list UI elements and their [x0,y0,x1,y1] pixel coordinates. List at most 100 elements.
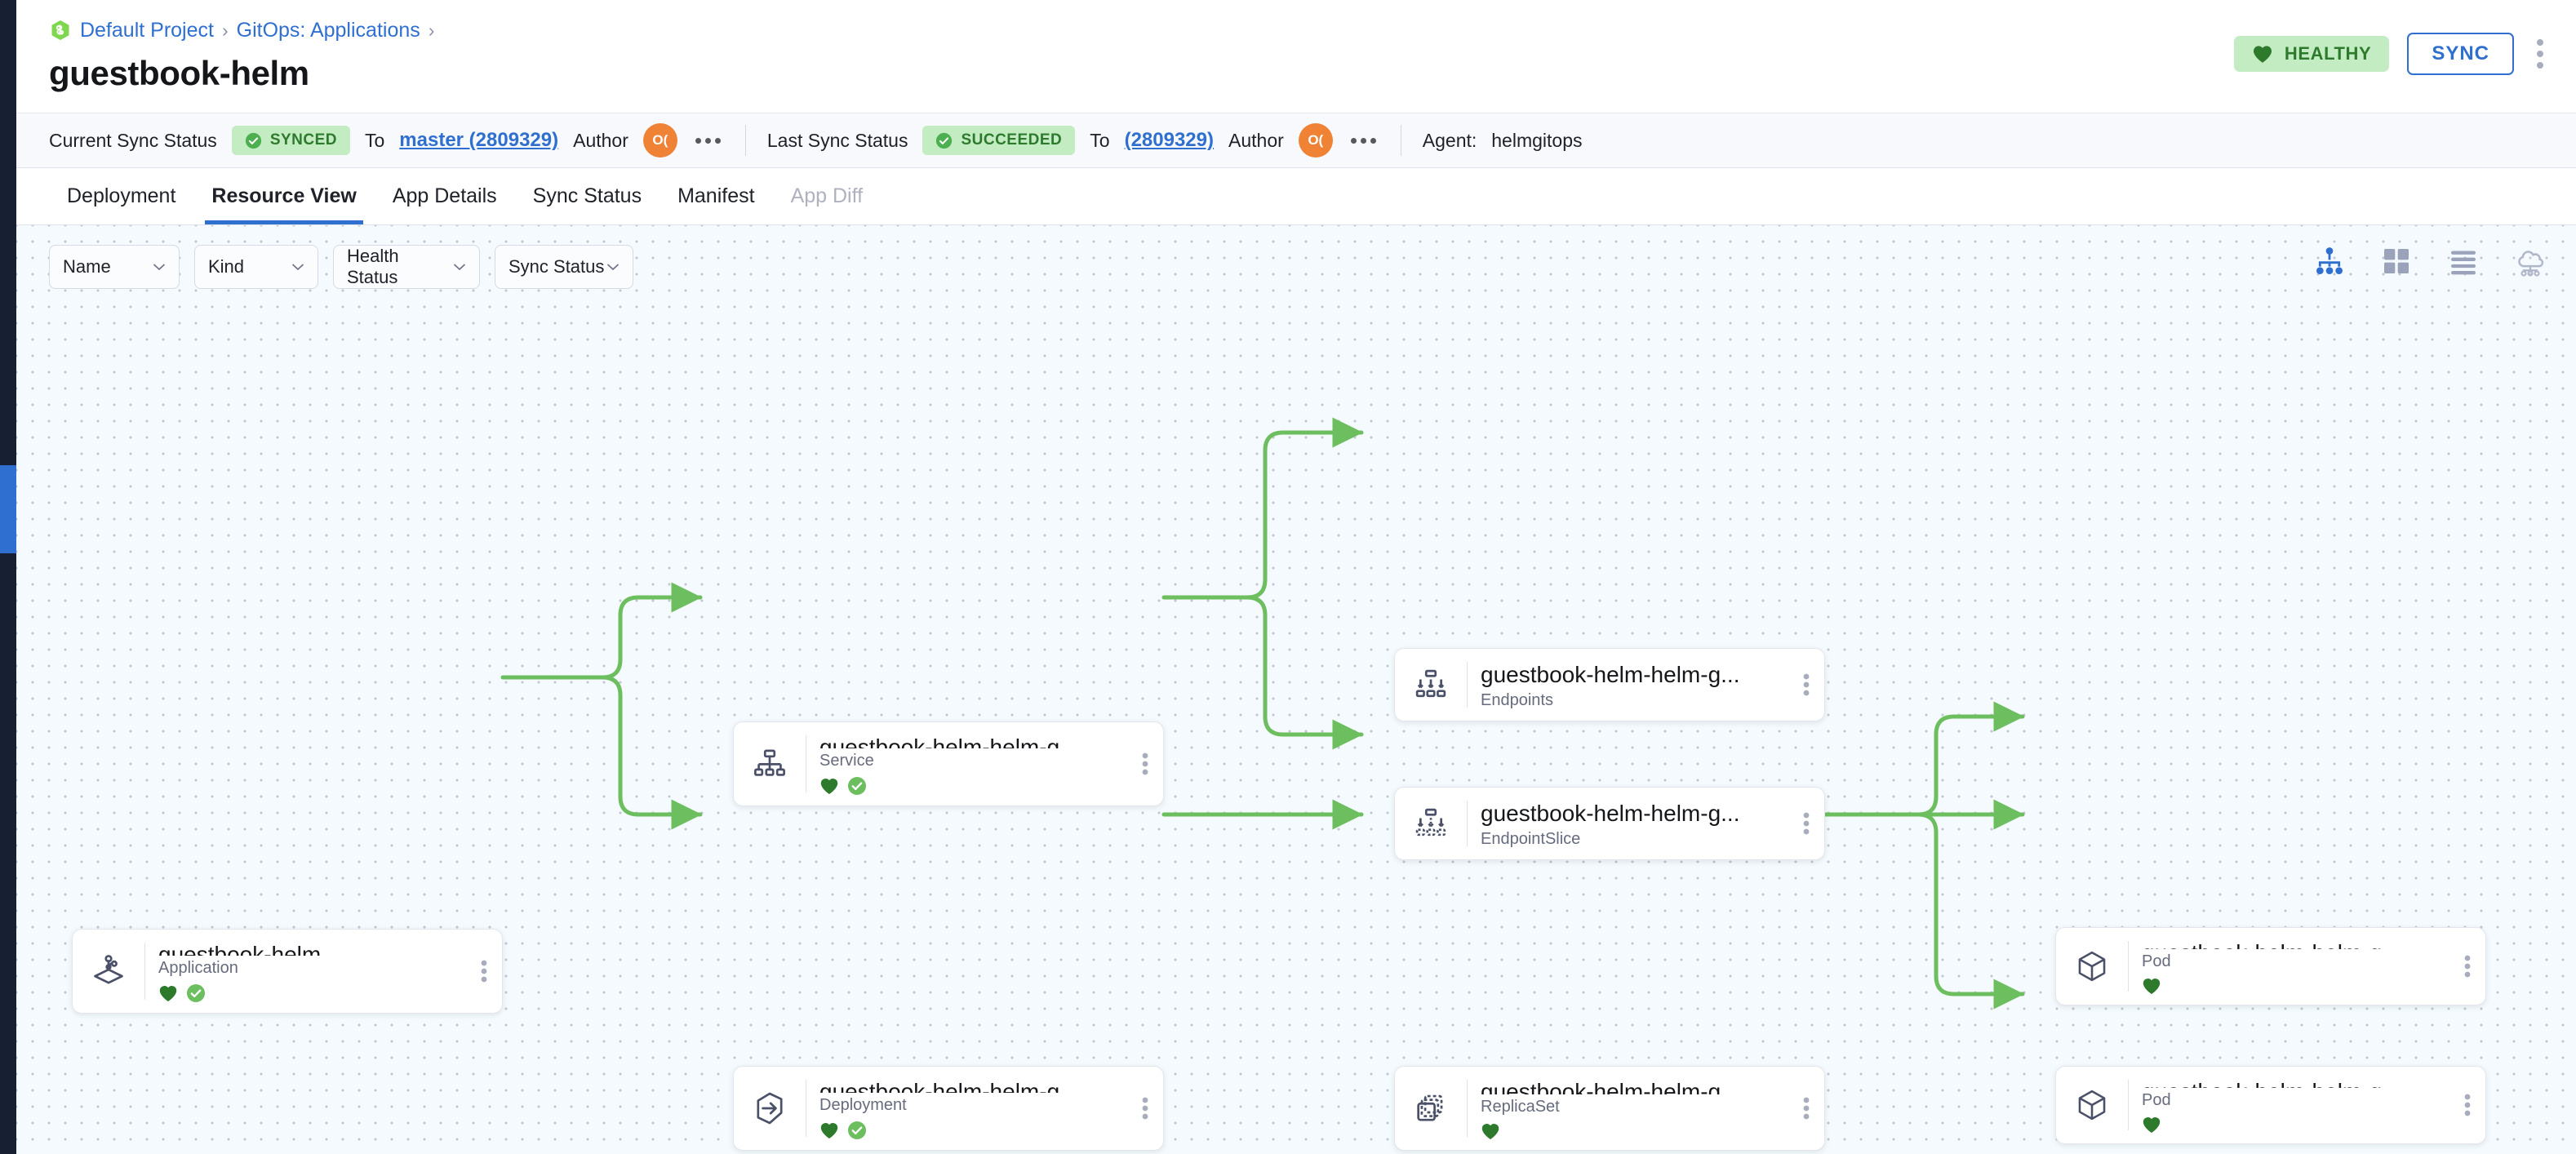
node-overflow-menu-button[interactable] [1788,649,1824,721]
app-overflow-menu-button[interactable] [2532,34,2548,73]
view-mode-toggles [2313,245,2547,277]
endpointslice-icon [1395,788,1467,859]
filter-health-status[interactable]: Health Status [333,245,480,289]
breadcrumb-separator: › [221,19,229,41]
node-title: guestbook-helm-helm-g... [819,1079,1079,1093]
agent-value: helmgitops [1491,129,1583,151]
node-status-badges [158,983,466,1003]
sync-button[interactable]: SYNC [2407,33,2514,75]
last-sync-status-badge: SUCCEEDED [922,126,1076,155]
node-overflow-menu-button[interactable] [1788,1067,1824,1150]
current-sync-status-badge-label: SYNCED [269,131,337,149]
node-body: guestbook-helm-helm-g... Endpoints [1468,649,1788,721]
heart-icon [2253,46,2272,63]
page-header: Default Project › GitOps: Applications ›… [16,0,2576,113]
node-body: guestbook-helm-helm-g... Pod [2129,928,2449,1005]
current-to-label: To [365,129,385,151]
network-view-icon[interactable] [2514,245,2547,277]
filter-name-label: Name [63,256,111,277]
list-view-icon[interactable] [2447,245,2480,277]
node-kind: Service [819,752,874,770]
graph-node-application[interactable]: guestbook-helm Application [72,929,503,1014]
node-body: guestbook-helm-helm-g... Pod [2129,1067,2449,1143]
grid-view-icon[interactable] [2380,245,2413,277]
last-sync-status-group: Last Sync Status SUCCEEDED To (2809329) … [767,123,1379,158]
health-status-label: HEALTHY [2284,43,2372,64]
node-overflow-menu-button[interactable] [466,930,502,1013]
replicaset-icon [1395,1067,1467,1150]
check-circle-icon [245,132,261,149]
node-body: guestbook-helm-helm-g... EndpointSlice [1468,788,1788,859]
chevron-down-icon [606,264,620,271]
agent-label: Agent: [1422,129,1477,151]
last-revision-link[interactable]: (2809329) [1124,129,1214,151]
node-overflow-menu-button[interactable] [2449,1067,2485,1143]
tab-deployment[interactable]: Deployment [67,184,176,207]
current-revision-link[interactable]: master (2809329) [399,129,559,151]
node-kind: Pod [2142,1091,2171,1109]
agent-group: Agent: helmgitops [1423,130,1583,152]
filter-name[interactable]: Name [49,245,180,289]
graph-node-deployment[interactable]: guestbook-helm-helm-g... Deployment [733,1066,1164,1151]
main-column: Default Project › GitOps: Applications ›… [16,0,2576,1154]
graph-node-endpoints[interactable]: guestbook-helm-helm-g... Endpoints [1394,648,1825,721]
node-title: guestbook-helm-helm-g... [1481,1079,1740,1094]
last-author-avatar[interactable]: O( [1298,123,1333,158]
current-sync-status-group: Current Sync Status SYNCED To master (28… [49,123,724,158]
current-author-avatar[interactable]: O( [642,123,677,158]
chevron-down-icon [291,264,304,271]
heart-icon [2143,1117,2161,1133]
graph-node-pod-2[interactable]: guestbook-helm-helm-g... Pod [2055,1066,2486,1144]
tree-view-icon[interactable] [2313,245,2346,277]
filter-kind-label: Kind [208,256,245,277]
resource-graph-canvas[interactable]: Name Kind Health Status Sync Status [16,225,2576,1154]
filter-sync-status[interactable]: Sync Status [495,245,633,289]
service-icon [734,722,806,806]
last-sync-overflow-button[interactable] [1348,131,1379,150]
graph-node-replicaset[interactable]: guestbook-helm-helm-g... ReplicaSet [1394,1066,1825,1151]
heart-icon [159,986,177,1001]
last-sync-status-label: Last Sync Status [766,129,908,151]
tab-app-details[interactable]: App Details [392,184,497,207]
heart-icon [820,1123,838,1138]
synced-check-icon [848,777,866,795]
last-sync-status-badge-label: SUCCEEDED [961,131,1063,149]
breadcrumb-separator: › [428,19,435,41]
tab-sync-status[interactable]: Sync Status [532,184,642,207]
node-divider [2128,941,2129,992]
graph-node-pod-1[interactable]: guestbook-helm-helm-g... Pod [2055,927,2486,1005]
page-title: guestbook-helm [49,54,309,92]
node-overflow-menu-button[interactable] [2449,928,2485,1005]
health-status-badge: HEALTHY [2233,36,2390,72]
synced-check-icon [187,984,205,1002]
node-title: guestbook-helm-helm-g... [1481,661,1740,687]
node-kind: Endpoints [1481,691,1553,710]
tab-resource-view[interactable]: Resource View [193,168,374,224]
node-divider [1467,801,1468,846]
node-body: guestbook-helm Application [145,930,466,1013]
pod-icon [2056,928,2128,1005]
graph-node-endpointslice[interactable]: guestbook-helm-helm-g... EndpointSlice [1394,787,1825,860]
application-icon [73,930,144,1013]
current-sync-overflow-button[interactable] [692,131,724,150]
chevron-down-icon [153,264,166,271]
node-kind: EndpointSlice [1481,830,1581,849]
graph-node-service[interactable]: guestbook-helm-helm-g... Service [733,721,1164,806]
node-body: guestbook-helm-helm-g... Service [806,722,1127,806]
node-body: guestbook-helm-helm-g... Deployment [806,1067,1127,1150]
heart-icon [1481,1124,1499,1139]
breadcrumb-item-applications[interactable]: GitOps: Applications [236,18,420,42]
heart-icon [2143,979,2161,994]
node-overflow-menu-button[interactable] [1127,722,1163,806]
breadcrumb: Default Project › GitOps: Applications › [49,18,2543,42]
header-actions: HEALTHY SYNC [2233,33,2548,75]
breadcrumb-item-project[interactable]: Default Project [80,18,214,42]
graph-filter-toolbar: Name Kind Health Status Sync Status [16,225,2576,308]
node-overflow-menu-button[interactable] [1788,788,1824,859]
node-overflow-menu-button[interactable] [1127,1067,1163,1150]
filter-kind[interactable]: Kind [194,245,318,289]
tab-manifest[interactable]: Manifest [677,184,755,207]
tab-app-diff: App Diff [790,184,864,207]
node-kind: ReplicaSet [1481,1098,1560,1116]
heart-icon [820,779,838,794]
